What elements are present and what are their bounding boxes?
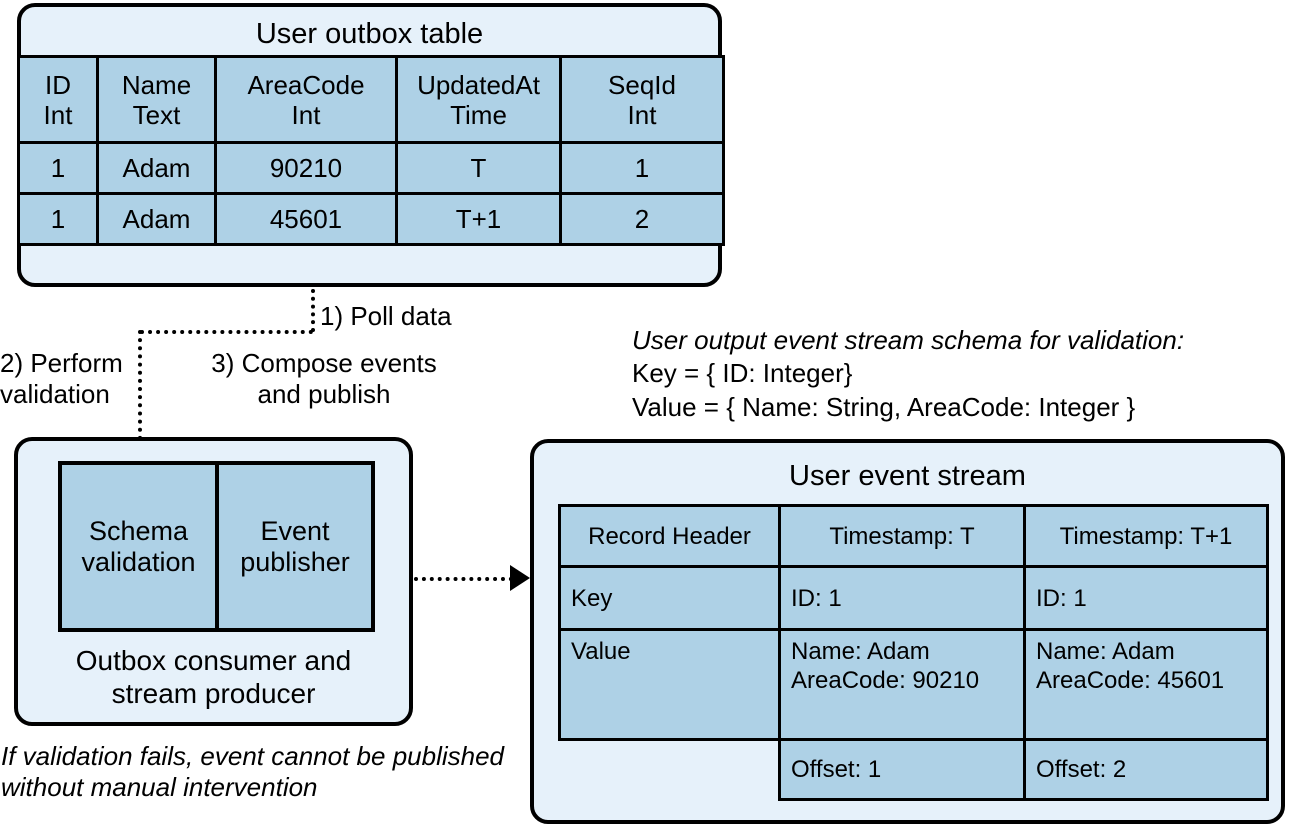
outbox-table-grid: ID Int Name Text AreaCode Int UpdatedAt … [17, 55, 725, 246]
step-3-label: 3) Compose events and publish [211, 348, 437, 409]
stream-row-offset-label [559, 739, 780, 800]
user-event-stream-grid: Record Header Timestamp: T Timestamp: T+… [558, 504, 1269, 801]
poll-connector-vertical-left [138, 330, 142, 440]
stream-row-offset-t: Offset: 1 [778, 738, 1026, 801]
outbox-col-updatedat-type: Time [450, 99, 507, 130]
outbox-col-areacode: AreaCode Int [214, 55, 398, 144]
stream-col-timestamp-t1: Timestamp: T+1 [1023, 504, 1269, 568]
poll-connector-horizontal [140, 330, 313, 334]
table-row: 1 Adam 90210 T 1 [17, 141, 725, 195]
outbox-r1-c4: 2 [559, 192, 725, 246]
outbox-r1-c0: 1 [17, 192, 99, 246]
outbox-col-id: ID Int [17, 55, 99, 144]
outbox-col-areacode-name: AreaCode [247, 69, 365, 100]
publish-connector-arrowhead [510, 565, 530, 591]
outbox-col-updatedat-name: UpdatedAt [417, 69, 540, 100]
table-row: Offset: 1 Offset: 2 [559, 738, 1269, 801]
stream-row-key-t1: ID: 1 [1023, 565, 1269, 631]
stream-col-record-header: Record Header [558, 504, 781, 568]
outbox-r0-c4: 1 [559, 141, 725, 195]
step-1-label: 1) Poll data [320, 301, 452, 331]
outbox-r0-c0: 1 [17, 141, 99, 195]
stream-row-offset-t1: Offset: 2 [1023, 738, 1269, 801]
outbox-col-name-name: Name [121, 69, 192, 100]
publish-connector-line [414, 577, 513, 581]
outbox-r0-c1: Adam [96, 141, 217, 195]
schema-note-heading: User output event stream schema for vali… [632, 325, 1185, 355]
outbox-col-id-name: ID [45, 69, 71, 100]
event-publisher-box: Event publisher [215, 461, 375, 632]
schema-note-value: Value = { Name: String, AreaCode: Intege… [632, 392, 1136, 422]
schema-note-key: Key = { ID: Integer} [632, 358, 853, 388]
validation-failure-footnote: If validation fails, event cannot be pub… [1, 741, 505, 802]
stream-row-value-label: Value [558, 628, 781, 741]
stream-row-key-label: Key [558, 565, 781, 631]
outbox-col-areacode-type: Int [291, 99, 321, 130]
outbox-col-updatedat: UpdatedAt Time [395, 55, 562, 144]
stream-row-key-t: ID: 1 [778, 565, 1026, 631]
table-row: Value Name: Adam AreaCode: 90210 Name: A… [558, 628, 1269, 741]
outbox-r0-c2: 90210 [214, 141, 398, 195]
poll-connector-vertical-right [311, 289, 315, 332]
user-event-stream-title: User event stream [789, 460, 1026, 492]
table-header-row: ID Int Name Text AreaCode Int UpdatedAt … [17, 55, 725, 144]
outbox-r1-c2: 45601 [214, 192, 398, 246]
outbox-table-title: User outbox table [255, 18, 484, 50]
outbox-col-seqid: SeqId Int [559, 55, 725, 144]
table-header-row: Record Header Timestamp: T Timestamp: T+… [558, 504, 1269, 568]
stream-row-value-t1: Name: Adam AreaCode: 45601 [1023, 628, 1269, 741]
stream-row-value-t: Name: Adam AreaCode: 90210 [778, 628, 1026, 741]
step-2-label: 2) Perform validation [0, 348, 123, 409]
outbox-r1-c1: Adam [96, 192, 217, 246]
outbox-col-name: Name Text [96, 55, 217, 144]
table-row: 1 Adam 45601 T+1 2 [17, 192, 725, 246]
schema-validation-box: Schema validation [58, 461, 219, 632]
outbox-col-seqid-type: Int [627, 99, 657, 130]
outbox-col-seqid-name: SeqId [608, 69, 676, 100]
outbox-r1-c3: T+1 [395, 192, 562, 246]
outbox-col-name-type: Text [132, 99, 181, 130]
stream-col-timestamp-t: Timestamp: T [778, 504, 1026, 568]
outbox-col-id-type: Int [43, 99, 73, 130]
consumer-subcomponents: Schema validation Event publisher [58, 461, 375, 632]
table-row: Schema validation Event publisher [58, 461, 375, 632]
outbox-r0-c3: T [395, 141, 562, 195]
table-row: Key ID: 1 ID: 1 [558, 565, 1269, 631]
consumer-caption: Outbox consumer and stream producer [75, 645, 352, 709]
